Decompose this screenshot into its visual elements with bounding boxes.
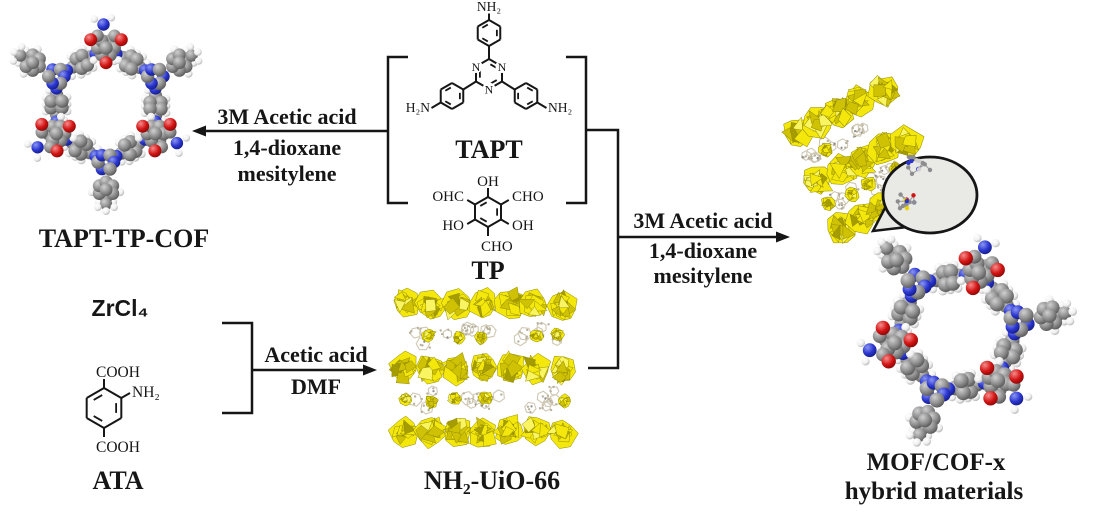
connector-line: [586, 128, 620, 370]
ata-label: ATA: [92, 466, 143, 495]
tapt-amine-top: NH₂: [477, 0, 501, 14]
magnifier-lens: [881, 155, 979, 235]
magnifier-molecules: [895, 154, 933, 211]
cof-label: TAPT-TP-COF: [39, 224, 209, 253]
tapt-amine-right: NH₂: [548, 100, 572, 115]
hybrid-label-line1: MOF/COF-x: [867, 449, 1006, 476]
hybrid-label-line2: hybrid materials: [845, 478, 1024, 505]
tapt-structure: [430, 13, 548, 110]
magnifier: [870, 154, 979, 235]
arrow-hybrid-synthesis: [618, 231, 790, 243]
tp-ohc-ul: OHC: [432, 189, 464, 205]
tp-ho-ll: HO: [442, 218, 464, 234]
tapt-tp-cof-model: [9, 13, 203, 216]
ata-structure: [85, 379, 131, 437]
tp-cho-bottom: CHO: [481, 239, 513, 255]
bracket-left: [386, 55, 408, 205]
tapt-amine-left: H₂N: [406, 100, 430, 115]
ata-cooh-top: COOH: [96, 364, 140, 381]
ata-cooh-bottom: COOH: [96, 439, 140, 456]
hybrid-cof-model: [856, 233, 1077, 447]
zrcl4-label: ZrCl₄: [92, 295, 149, 321]
hybrid-cond-line2: 1,4-dioxane: [649, 238, 757, 263]
hybrid-cond-line3: mesitylene: [654, 263, 753, 288]
arrow-mof-synthesis: [252, 364, 377, 376]
tapt-ring-n: N: [472, 60, 481, 74]
bracket-right: [566, 55, 588, 205]
ata-nh2: NH₂: [132, 384, 160, 401]
tp-structure: [466, 188, 510, 236]
tapt-ring-n: N: [485, 83, 494, 97]
tp-oh-top: OH: [477, 174, 499, 190]
nh2-uio66-model: [387, 286, 579, 450]
cof-cond-line1: 3M Acetic acid: [217, 104, 356, 129]
arrow-cof-synthesis: [192, 125, 388, 137]
tp-label: TP: [471, 256, 504, 285]
mof-cond-line2: DMF: [291, 374, 341, 399]
mof-label: NH₂-UiO-66: [424, 466, 560, 495]
mof-cond-line1: Acetic acid: [264, 342, 367, 367]
tp-cho-ur: CHO: [512, 189, 544, 205]
cof-cond-line3: mesitylene: [238, 161, 337, 186]
cof-cond-line2: 1,4-dioxane: [233, 135, 341, 160]
tp-oh-lr: OH: [512, 218, 534, 234]
hybrid-cond-line1: 3M Acetic acid: [633, 208, 772, 233]
bracket-ata: [222, 321, 254, 415]
tapt-label: TAPT: [455, 135, 522, 164]
tapt-ring-n: N: [498, 60, 507, 74]
